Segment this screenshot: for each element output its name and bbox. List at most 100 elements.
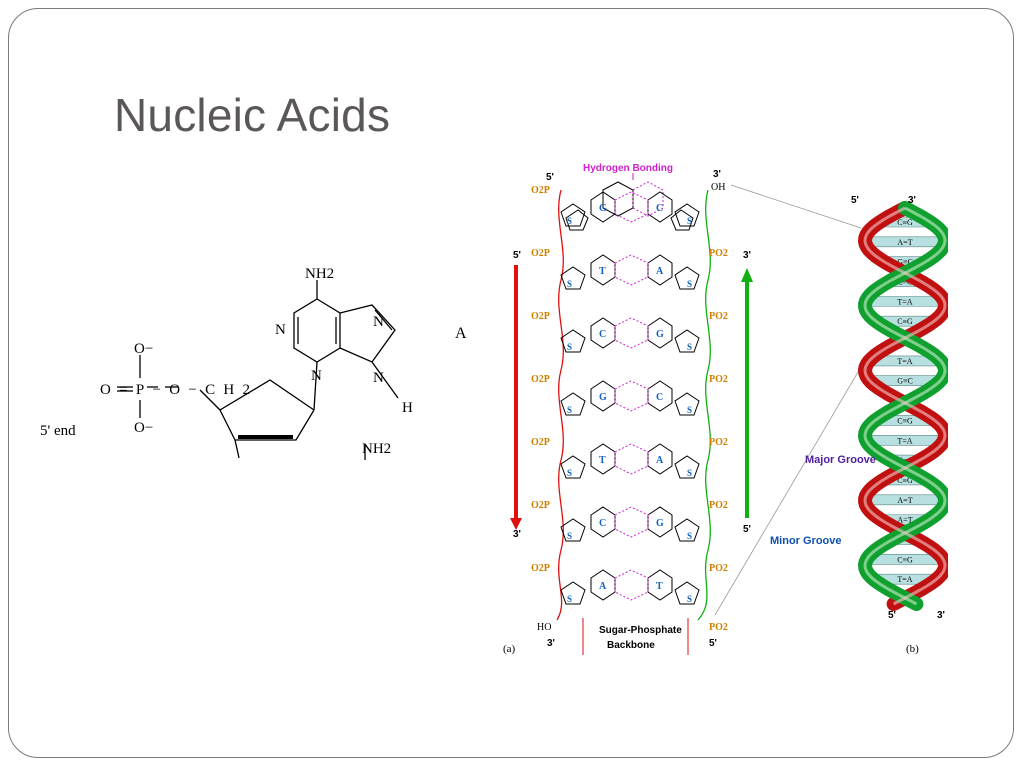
sugar-right (674, 329, 700, 353)
helix-top-left: 5' (851, 195, 859, 206)
double-helix: C≡GA=TG≡CC≡GT=AC≡GT=AG≡CC≡GT=AG≡CC≡GA=TA… (857, 201, 948, 611)
svg-text:PO2: PO2 (709, 500, 728, 511)
helix-base-pair-label: A=T (897, 516, 912, 525)
base-left: G (599, 392, 607, 403)
sugar-s-right: S (687, 405, 692, 415)
base-ring-left (590, 569, 616, 601)
base-right: G (656, 329, 664, 340)
sugar-s-left: S (567, 279, 572, 289)
n1-label: N (275, 322, 286, 338)
sugar-left (560, 266, 586, 290)
svg-text:O2P: O2P (531, 374, 550, 385)
sugar-s-left: S (567, 594, 572, 604)
dna-figure: Hydrogen Bonding 5' 3' OH HO O2P O2P O2P… (503, 160, 948, 660)
sugar-s-left: S (567, 216, 572, 226)
base-pair-ladder (565, 181, 694, 231)
phosphate-labels: O2P O2P O2P O2P O2P O2P O2P PO2 PO2 PO2 … (531, 185, 728, 633)
helix-base-pair-label: T=A (897, 357, 912, 366)
svg-text:O2P: O2P (531, 500, 550, 511)
sugar-left (560, 392, 586, 416)
green-strand-highlight (863, 206, 947, 606)
base-ring-left (590, 317, 616, 349)
minor-groove-label: Minor Groove (770, 535, 842, 547)
right-arrow-top: 3' (743, 250, 751, 261)
base-ring-right (647, 191, 673, 223)
panel-b-label: (b) (906, 643, 919, 655)
label-a: A (455, 325, 467, 342)
right-backbone (697, 189, 711, 621)
base-left: C (599, 518, 606, 529)
base-right: C (656, 392, 663, 403)
sugar-right (674, 392, 700, 416)
sugar-right (674, 266, 700, 290)
helix-base-pair-label: T=A (897, 575, 912, 584)
helix-base-pair-label: T=A (897, 297, 912, 306)
svg-text:PO2: PO2 (709, 563, 728, 574)
ho-label: HO (537, 622, 551, 633)
bottom-left-prime: 3' (547, 638, 555, 649)
nh2-bottom-label: NH2 (362, 441, 391, 457)
svg-text:PO2: PO2 (709, 248, 728, 259)
helix-base-pair-label: C≡G (897, 555, 913, 564)
base-right: T (656, 581, 663, 592)
n3-label: N (311, 368, 322, 384)
sugar-left (560, 329, 586, 353)
hydrogen-bonds (614, 569, 649, 601)
sugar-left (560, 518, 586, 542)
left-top-prime: 5' (546, 172, 554, 183)
base-ring-right (647, 254, 673, 286)
red-strand-highlight (863, 206, 947, 606)
base-ring-left (590, 380, 616, 412)
hydrogen-bonds (614, 443, 649, 475)
sugar-right (674, 581, 700, 605)
sugar-s-right: S (687, 594, 692, 604)
slide-title: Nucleic Acids (114, 89, 391, 141)
svg-text:PO2: PO2 (709, 437, 728, 448)
svg-text:O2P: O2P (531, 248, 550, 259)
base-ring-right (647, 317, 673, 349)
nucleotide-structure: NH2 N N N N H O− O− O=P−O−CH2 5' end NH2… (40, 266, 467, 460)
major-groove-label: Major Groove (805, 454, 876, 466)
helix-base-pair-label: C≡G (897, 278, 913, 287)
base-ring-left (590, 443, 616, 475)
base-left: T (599, 266, 606, 277)
slide-frame (8, 8, 1014, 758)
helix-base-pair-label: C≡G (897, 476, 913, 485)
svg-text:O2P: O2P (531, 437, 550, 448)
right-top-prime: 3' (713, 169, 721, 180)
right-arrow-bottom: 5' (743, 524, 751, 535)
five-end-label: 5' end (40, 423, 76, 439)
hydrogen-bonds (614, 317, 649, 349)
sugar-s-right: S (687, 531, 692, 541)
helix-base-pair-label: G≡C (897, 377, 913, 386)
helix-base-pair-label: A=T (897, 238, 912, 247)
oh-label: OH (711, 182, 725, 193)
svg-text:PO2: PO2 (709, 374, 728, 385)
base-right: A (656, 455, 664, 466)
left-arrow-bottom: 3' (513, 529, 521, 540)
backbone-label-1: Sugar-Phosphate (599, 625, 682, 636)
base-right: G (656, 518, 664, 529)
backbone-label-2: Backbone (607, 640, 655, 651)
sugar-s-left: S (567, 531, 572, 541)
helix-base-pair-label: A=T (897, 496, 912, 505)
sugar-right (674, 455, 700, 479)
h-label: H (402, 400, 413, 416)
base-left: A (599, 581, 607, 592)
left-backbone (556, 189, 564, 621)
helix-bottom-right: 3' (937, 610, 945, 621)
helix-bottom-left: 5' (888, 610, 896, 621)
helix-base-pair-label: T=A (897, 436, 912, 445)
svg-text:PO2: PO2 (709, 311, 728, 322)
sugar-s-right: S (687, 468, 692, 478)
hydrogen-bonds (614, 506, 649, 538)
sugar-left (560, 455, 586, 479)
sugar-left (560, 581, 586, 605)
left-arrow-top: 5' (513, 250, 521, 261)
panel-a-label: (a) (503, 643, 516, 655)
nh2-top-label: NH2 (305, 266, 334, 282)
base-left: T (599, 455, 606, 466)
helix-base-pair-label: C≡G (897, 218, 913, 227)
svg-text:O2P: O2P (531, 311, 550, 322)
